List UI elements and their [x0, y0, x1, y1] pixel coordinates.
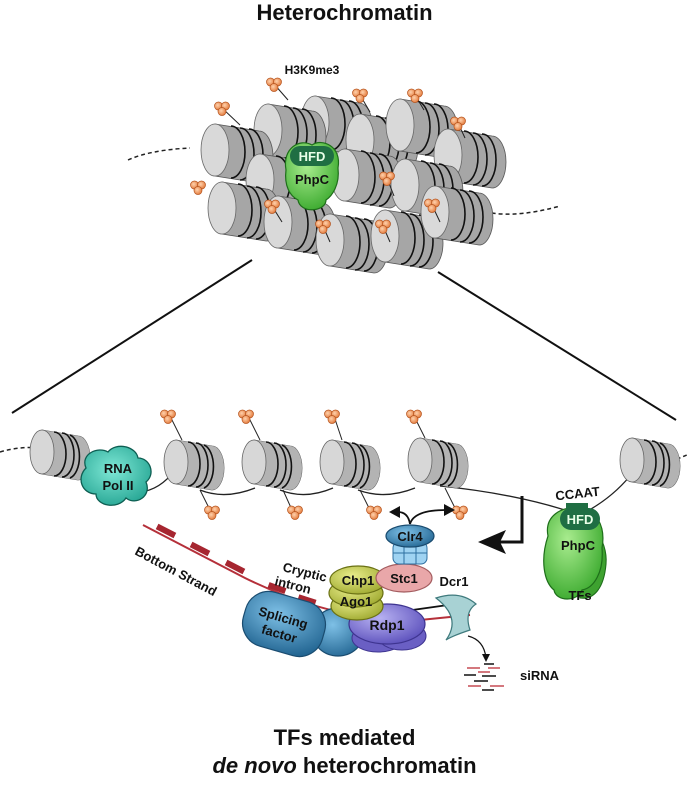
- diagram-title-heterochromatin: Heterochromatin: [256, 0, 433, 25]
- arrow-down-icon: [482, 654, 490, 662]
- chp1-ago1: Chp1 Ago1: [328, 565, 387, 621]
- arrowhead-icon: [478, 530, 506, 554]
- nucleosome: [29, 429, 91, 481]
- h3k9me3-marks: [190, 77, 466, 243]
- phpc-complex-top: HFD PhpC: [284, 141, 340, 211]
- diagram-caption: TFs mediated de novo heterochromatin: [0, 724, 689, 780]
- dna-dashed-left: [127, 147, 191, 161]
- h3k9me3-marks-linear: [160, 409, 468, 520]
- nucleosome: [163, 439, 225, 491]
- dna-dashed-right: [477, 205, 561, 215]
- phpc-tf-complex: HFD PhpC TFs CCAAT: [543, 484, 607, 603]
- caption-line-1: TFs mediated: [273, 725, 416, 750]
- caption-rest: heterochromatin: [296, 753, 477, 778]
- hfd-tf-label: HFD: [567, 512, 594, 527]
- arrowhead-icon: [389, 506, 400, 518]
- nucleosome: [407, 437, 469, 489]
- nucleosome: [319, 439, 381, 491]
- linear-chromatin: RNA Pol II Bottom Strand Splicing factor…: [0, 409, 689, 691]
- phpc-tf-label: PhpC: [561, 538, 596, 553]
- chp1-label: Chp1: [342, 573, 375, 588]
- rna-pol-label-2: Pol II: [102, 478, 133, 493]
- phpc-label: PhpC: [295, 172, 330, 187]
- caption-line-2: de novo heterochromatin: [0, 752, 689, 780]
- zoom-line-left: [11, 259, 253, 414]
- nucleosome: [619, 437, 681, 489]
- dcr1: Dcr1: [434, 574, 490, 662]
- nucleosome: [420, 185, 494, 246]
- rna-pol-label-1: RNA: [104, 461, 133, 476]
- nucleosome: [241, 439, 303, 491]
- tfs-label: TFs: [568, 588, 591, 603]
- caption-italic: de novo: [212, 753, 297, 778]
- stc1: Stc1: [375, 563, 433, 593]
- clr4: Clr4: [385, 504, 455, 565]
- clr4-label: Clr4: [397, 529, 423, 544]
- rdp1-label: Rdp1: [370, 617, 405, 633]
- dcr1-label: Dcr1: [440, 574, 469, 589]
- sirna-label: siRNA: [520, 668, 560, 683]
- heterochromatin-cluster: HFD PhpC H3K9me3: [127, 63, 561, 274]
- ago1-label: Ago1: [340, 594, 373, 609]
- h3k9me3-label: H3K9me3: [285, 63, 340, 77]
- methyl-mark-icon: [190, 180, 206, 195]
- hfd-label: HFD: [299, 149, 326, 164]
- ccaat-label: CCAAT: [555, 484, 601, 504]
- rna-pol-ii: RNA Pol II: [80, 445, 152, 506]
- sirna: siRNA: [464, 663, 560, 691]
- arrowhead-icon: [444, 504, 455, 516]
- recruitment-arrow: [496, 496, 524, 544]
- zoom-line-right: [437, 271, 677, 421]
- rdp1: Rdp1: [348, 603, 427, 653]
- methyl-mark-icon: [352, 88, 368, 103]
- stc1-label: Stc1: [390, 571, 417, 586]
